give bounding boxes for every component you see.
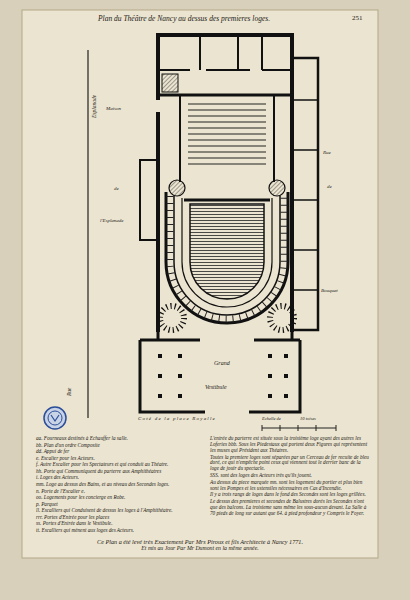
legend-entry: oo. Logements pour les concierge en Robe… bbox=[36, 495, 204, 501]
stair bbox=[160, 306, 184, 330]
room-name: Vestibule bbox=[205, 384, 227, 391]
stair bbox=[270, 306, 294, 330]
legend-entry: ss. Portes d'Entrée dans le Vestibule. bbox=[36, 521, 204, 527]
scale-bar bbox=[262, 425, 336, 431]
scale-label: Echelle de bbox=[262, 416, 281, 421]
building-name: Maison bbox=[106, 106, 121, 112]
legend-entry: bb. Plan d'un ordre Composite bbox=[36, 443, 204, 449]
columns bbox=[158, 354, 288, 398]
place-name: Esplanade bbox=[91, 95, 97, 118]
room-name: Grand bbox=[214, 360, 230, 367]
street-name: Rue bbox=[66, 387, 72, 396]
street-name: Rue bbox=[323, 150, 331, 156]
legend-entry: n. Porte de l'Escalier e. bbox=[36, 489, 204, 495]
note-paragraph: Toutes la premiere loges sont séparées p… bbox=[210, 455, 370, 473]
legend-entry: rrr. Portes d'Entrée pour les places bbox=[36, 515, 204, 521]
side-label: Coté de la place Royalle bbox=[138, 416, 216, 422]
building-name: l'Esplanade bbox=[100, 218, 124, 224]
note-paragraph: L'entrée du parterre est située sous la … bbox=[210, 436, 370, 454]
plate-caption: Et mis au Jour Par Mr Dumont en la même … bbox=[30, 545, 370, 552]
legend-entry: tt. Escalliers qui mènent aux loges des … bbox=[36, 528, 204, 534]
legend-entry: mm. Loge au dessus des Bains, et au nive… bbox=[36, 482, 204, 488]
building-name: de bbox=[114, 186, 119, 192]
proscenium-box bbox=[169, 180, 185, 196]
note-paragraph: SSS. sont des loges des Acteurs très qu'… bbox=[210, 473, 370, 479]
street-name: de bbox=[327, 184, 332, 190]
legend-entry: ll. Escalliers qui Conduisent de dessus … bbox=[36, 508, 204, 514]
legend-entry: e. Escalier pour les Acteurs. bbox=[36, 456, 204, 462]
street-name: Bouquet bbox=[321, 288, 338, 294]
library-stamp bbox=[44, 407, 66, 429]
walls bbox=[140, 35, 318, 412]
legend-entry: dd. Appui de fer bbox=[36, 449, 204, 455]
legend-entry: aa. Fourneaux destinés à Echauffer la sa… bbox=[36, 436, 204, 442]
esplanade-edge bbox=[87, 50, 88, 418]
plate bbox=[22, 10, 378, 558]
legend-entry: i. Loges des Acteurs. bbox=[36, 475, 204, 481]
benches bbox=[188, 104, 266, 164]
note-paragraph: Le dessus des premieres et secondes de B… bbox=[210, 499, 370, 517]
note-paragraph: Au dessus du piece marquée mn. sont les … bbox=[210, 480, 370, 492]
parterre bbox=[190, 204, 264, 299]
plate-title: Plan du Théâtre de Nancy au dessus des p… bbox=[98, 15, 270, 24]
plate-caption: Ce Plan a été levé très Exactement Par M… bbox=[30, 538, 370, 545]
page-number: 251 bbox=[352, 14, 363, 22]
proscenium-box bbox=[269, 180, 285, 196]
legend-entry: f. Autre Escalier pour les Spectateurs e… bbox=[36, 462, 204, 468]
stair bbox=[162, 74, 178, 92]
note-paragraph: Il y a trois rangs de loges dans le fond… bbox=[210, 492, 370, 498]
legend-entry: p. Parquet bbox=[36, 502, 204, 508]
scale-label: 10 toises bbox=[300, 416, 316, 421]
legend-entry: hh. Porte qui Communiquent du parterre a… bbox=[36, 469, 204, 475]
